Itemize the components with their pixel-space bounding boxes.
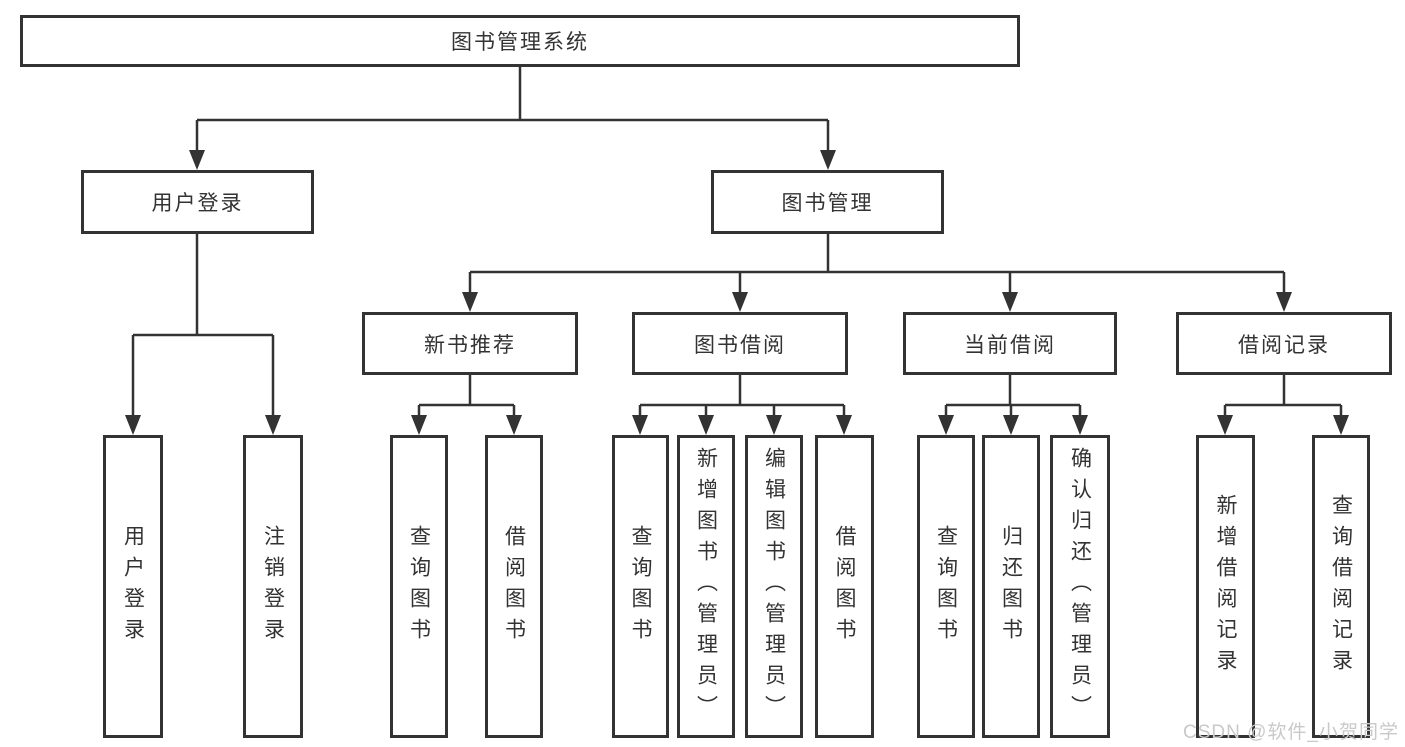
node-book-borrow: 图书借阅 <box>632 312 848 375</box>
leaf-borrow-books-recommend: 借阅图书 <box>485 435 543 738</box>
leaf-return-book: 归还图书 <box>982 435 1040 738</box>
leaf-query-books-borrow: 查询图书 <box>612 435 669 738</box>
leaf-query-books-current: 查询图书 <box>917 435 975 738</box>
leaf-edit-book-admin: 编辑图书（管理员） <box>745 435 803 738</box>
leaf-query-books-recommend: 查询图书 <box>390 435 448 738</box>
leaf-query-borrow-record: 查询借阅记录 <box>1312 435 1370 738</box>
leaf-confirm-return-admin: 确认归还（管理员） <box>1050 435 1110 738</box>
leaf-logout: 注销登录 <box>243 435 303 738</box>
node-book-management: 图书管理 <box>711 170 944 234</box>
node-user-login: 用户登录 <box>81 170 314 234</box>
node-current-borrow: 当前借阅 <box>903 312 1117 375</box>
node-library-system: 图书管理系统 <box>20 15 1020 67</box>
node-borrow-records: 借阅记录 <box>1176 312 1392 375</box>
node-new-book-recommend: 新书推荐 <box>362 312 578 375</box>
leaf-add-book-admin: 新增图书（管理员） <box>677 435 735 738</box>
watermark: CSDN @软件_小贺同学 <box>1183 722 1399 743</box>
leaf-user-login: 用户登录 <box>103 435 163 738</box>
leaf-borrow-books: 借阅图书 <box>815 435 874 738</box>
leaf-add-borrow-record: 新增借阅记录 <box>1196 435 1255 738</box>
